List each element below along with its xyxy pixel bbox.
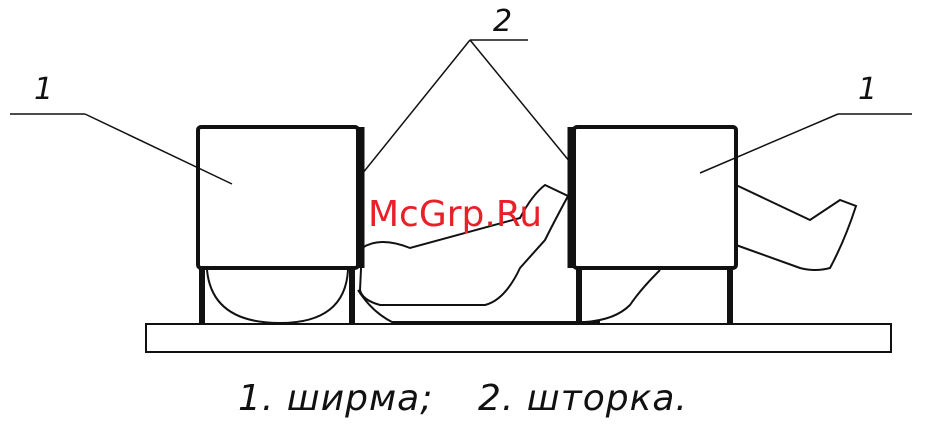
caption-item-1: 1. ширма; (238, 378, 433, 419)
callout-label-screen-right: 1 (858, 72, 877, 107)
caption-item-2: 2. шторка. (478, 378, 688, 419)
patient-body-under-right (585, 270, 660, 322)
left-screen-box (198, 127, 358, 268)
left-screen-dome (207, 270, 348, 323)
callout-label-screen-left: 1 (34, 72, 53, 107)
callout-curtain: 2 (362, 4, 570, 174)
base-platform (146, 324, 891, 352)
screen-unit-right (571, 127, 856, 324)
screen-unit-left (198, 127, 361, 324)
right-screen-box (574, 127, 736, 268)
callout-label-curtain: 2 (493, 4, 512, 39)
watermark-text: McGrp.Ru (368, 194, 542, 235)
patient-legs-right (736, 185, 856, 270)
